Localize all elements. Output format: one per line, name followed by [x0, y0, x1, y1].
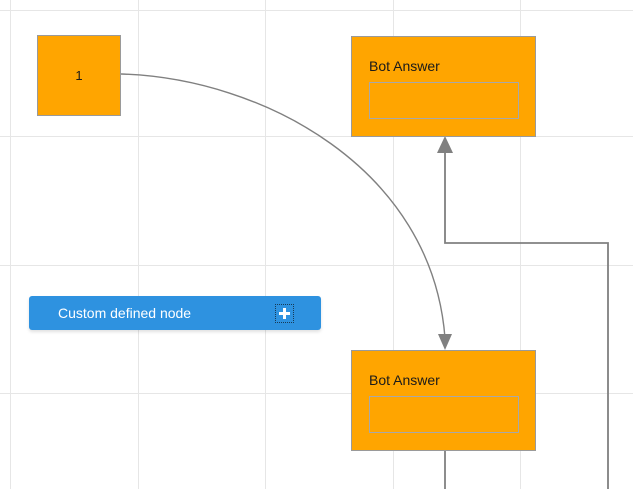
node-1-label: 1 [75, 68, 83, 83]
custom-defined-node-bar[interactable]: Custom defined node [29, 296, 321, 330]
plus-icon[interactable] [275, 303, 294, 323]
flow-node-bot-answer-bottom[interactable]: Bot Answer [351, 350, 536, 451]
flow-node-1[interactable]: 1 [37, 35, 121, 116]
bot-answer-bottom-title: Bot Answer [369, 372, 440, 388]
bot-answer-bottom-slot[interactable] [369, 396, 519, 433]
custom-defined-node-label: Custom defined node [58, 305, 192, 321]
flow-node-bot-answer-top[interactable]: Bot Answer [351, 36, 536, 137]
bot-answer-top-title: Bot Answer [369, 58, 440, 74]
bot-answer-top-slot[interactable] [369, 82, 519, 119]
